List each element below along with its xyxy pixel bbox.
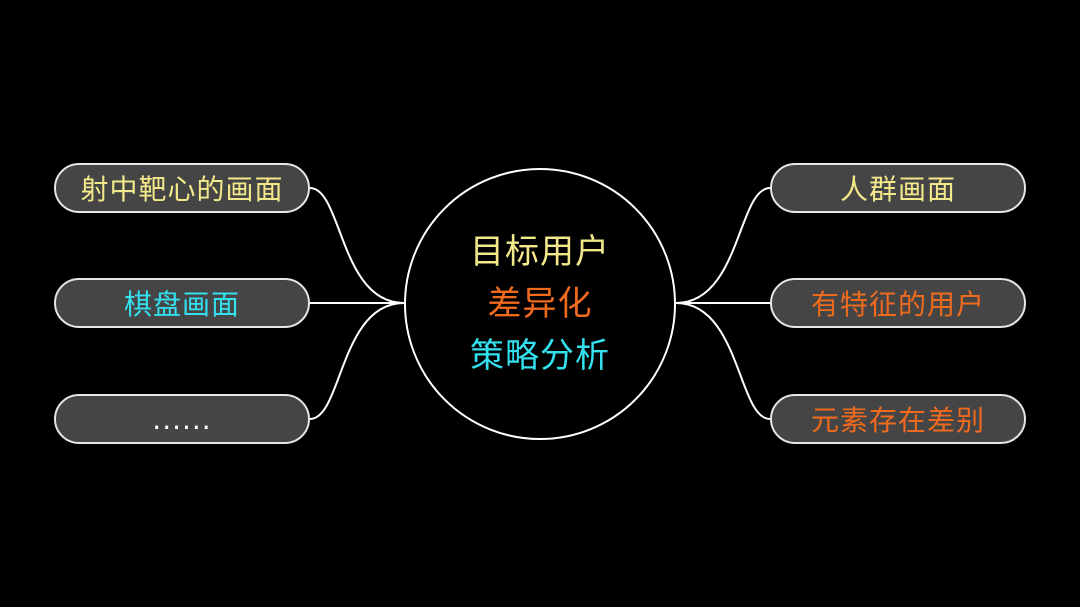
connector-left-top — [309, 187, 405, 304]
left-node-ellipsis: ...... — [54, 394, 310, 444]
left-node-target-shot: 射中靶心的画面 — [54, 163, 310, 213]
central-topic-line-3: 策略分析 — [470, 336, 610, 376]
right-node-crowd: 人群画面 — [770, 163, 1026, 213]
central-topic-line-1: 目标用户 — [470, 232, 610, 272]
connector-left-bottom — [309, 302, 405, 420]
connector-right-bottom — [675, 302, 771, 420]
central-topic: 目标用户 差异化 策略分析 — [404, 168, 676, 440]
left-node-chessboard: 棋盘画面 — [54, 278, 310, 328]
central-topic-line-2: 差异化 — [487, 284, 593, 324]
right-node-element-difference: 元素存在差别 — [770, 394, 1026, 444]
right-node-featured-user: 有特征的用户 — [770, 278, 1026, 328]
connector-right-top — [675, 187, 771, 304]
